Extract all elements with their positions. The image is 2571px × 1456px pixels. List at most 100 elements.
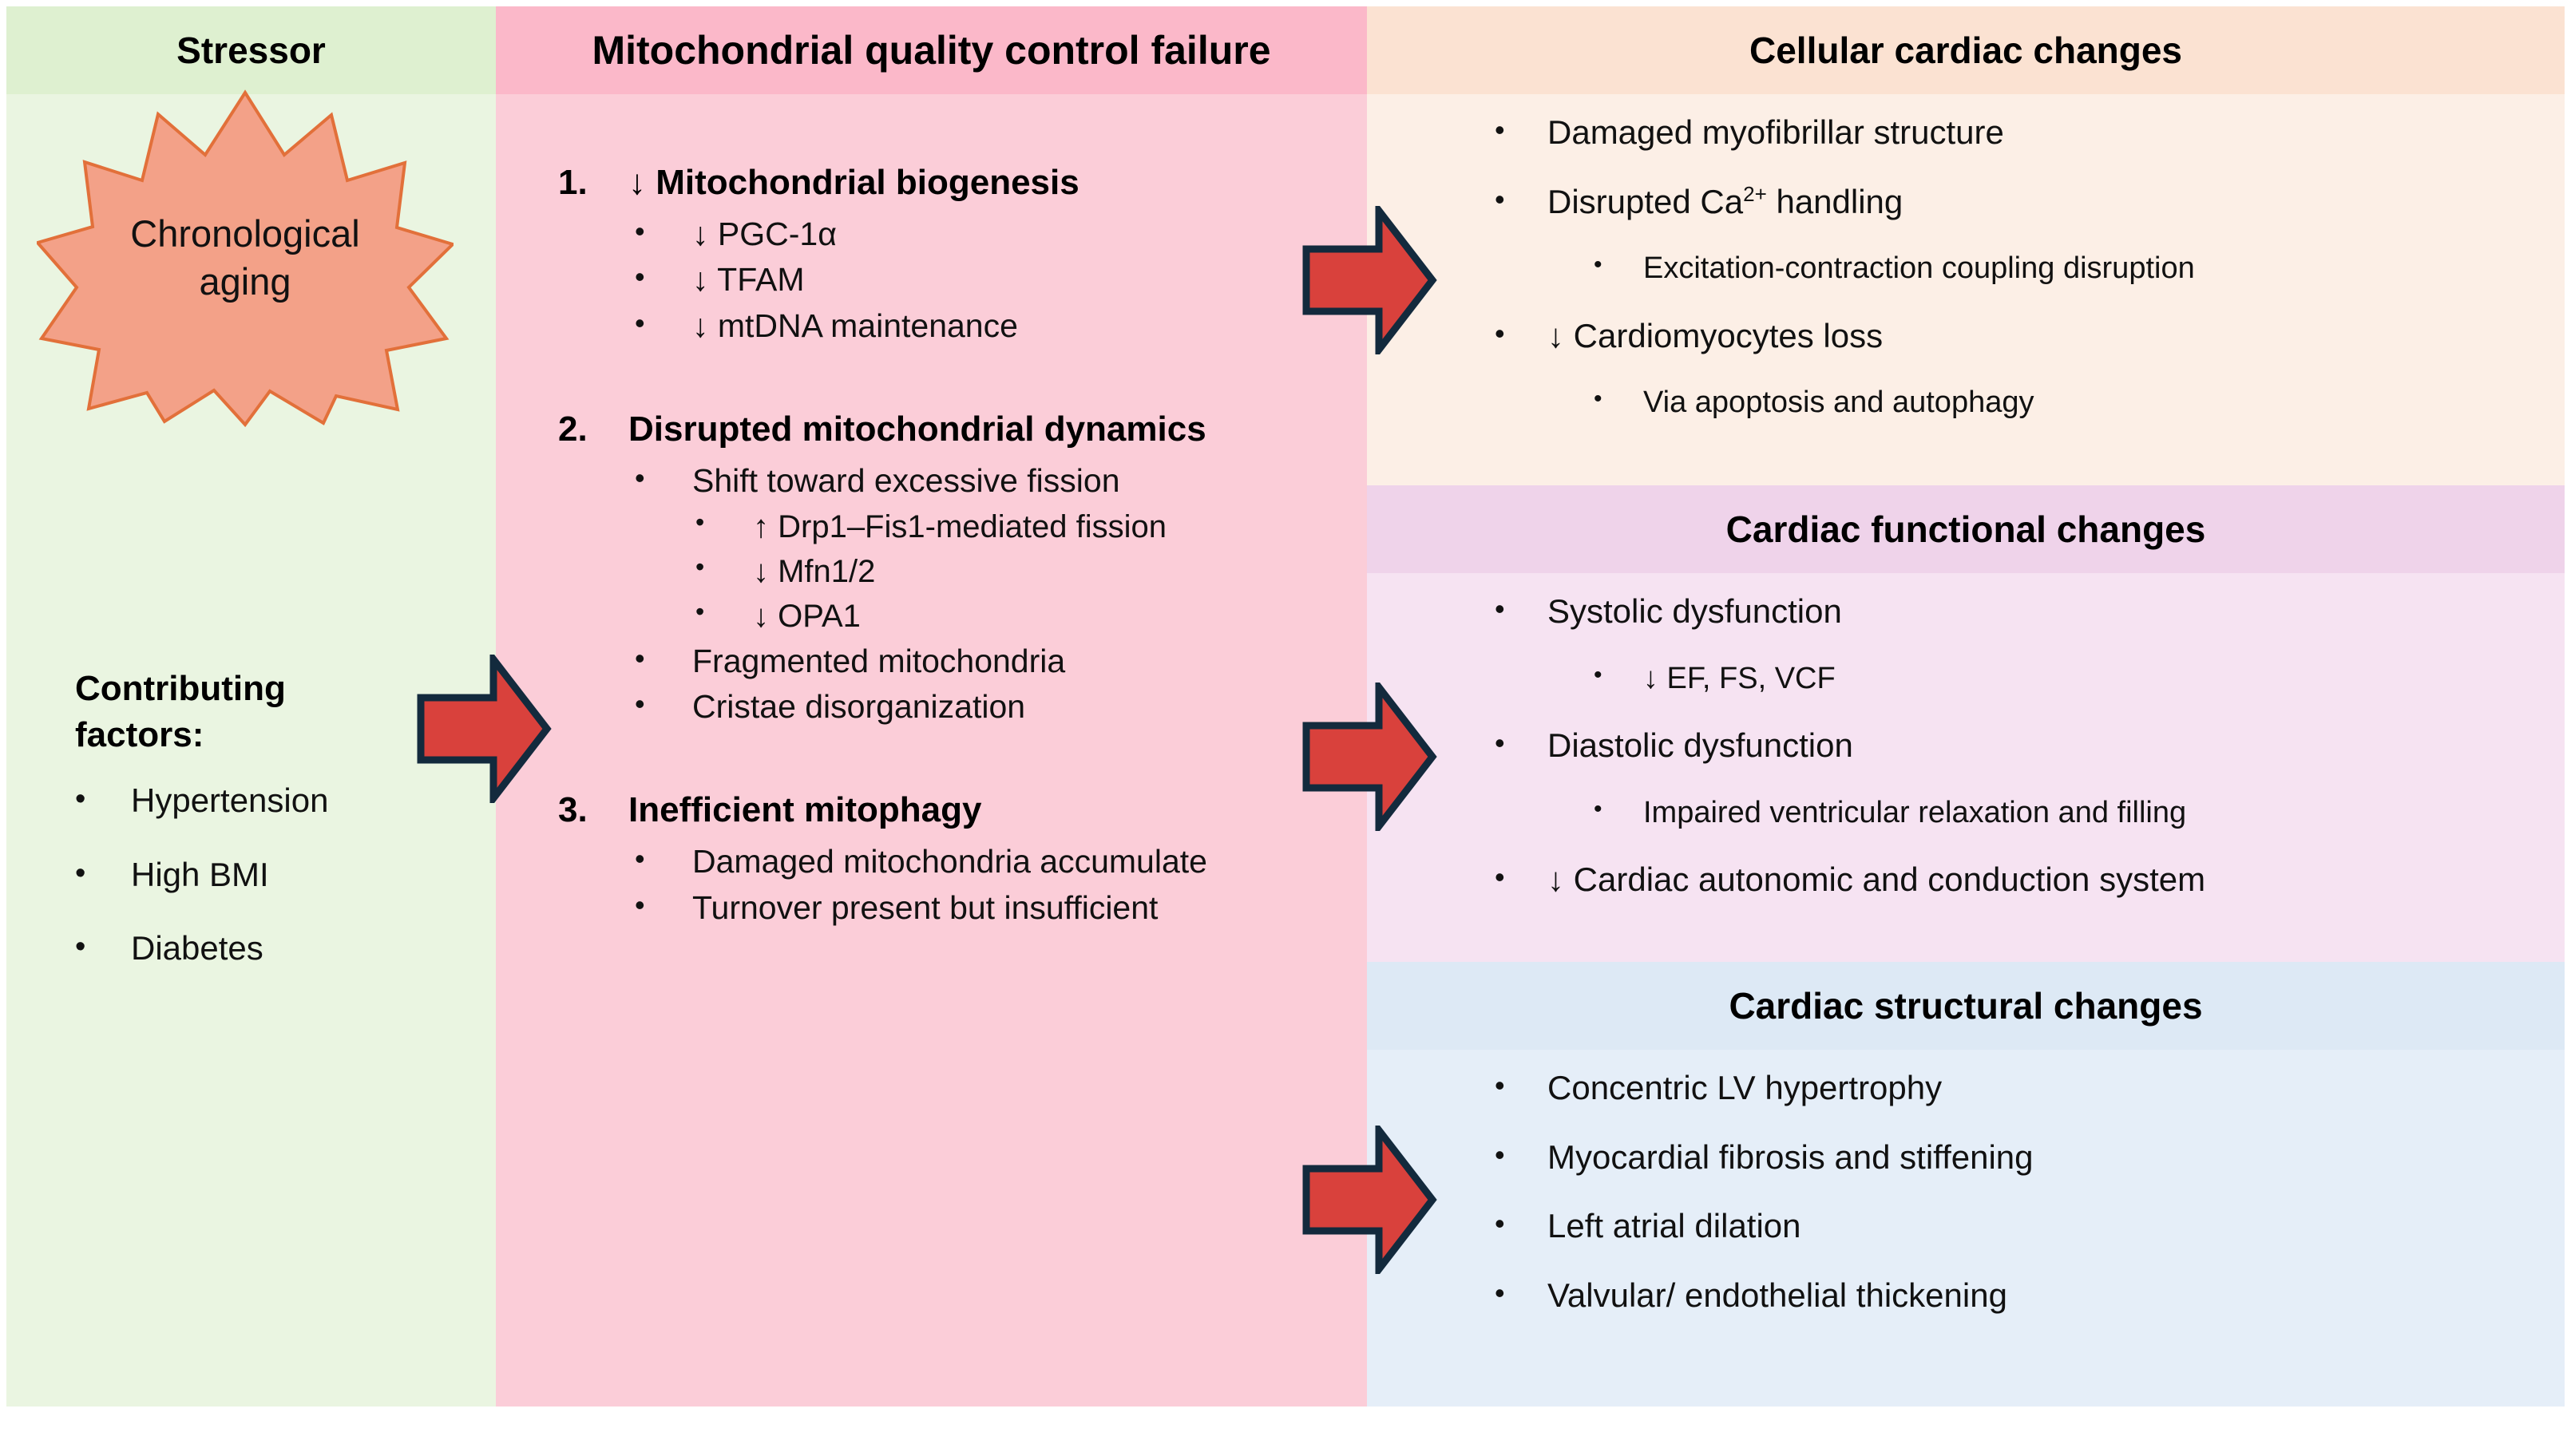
mqc-sub-sub-item: • ↑ Drp1–Fis1-mediated fission [695, 506, 1343, 548]
mqc-block: 2. Disrupted mitochondrial dynamics • Sh… [558, 406, 1343, 728]
mqc-block: 1. ↓ Mitochondrial biogenesis • ↓ PGC-1α… [558, 160, 1343, 347]
arrow-stressor-to-mqc-icon [416, 655, 552, 803]
bullet-icon: • [1495, 1207, 1505, 1240]
outcome-item: • Valvular/ endothelial thickening [1495, 1275, 2533, 1317]
outcome-item-label: Damaged myofibrillar structure [1547, 113, 2004, 151]
outcome-item: • Left atrial dilation [1495, 1205, 2533, 1248]
bullet-icon: • [635, 686, 645, 720]
mqc-sub-item-label: ↓ mtDNA maintenance [692, 307, 1018, 344]
outcome-item-label: Systolic dysfunction [1547, 592, 1842, 630]
bullet-icon: • [1495, 113, 1505, 146]
outcome-sub-item: • Excitation-contraction coupling disrup… [1594, 250, 2533, 288]
cellular-cardiac-changes-body: • Damaged myofibrillar structure • Disru… [1367, 94, 2565, 449]
outcome-item: • Myocardial fibrosis and stiffening [1495, 1137, 2533, 1179]
outcome-item: • ↓ Cardiomyocytes loss [1495, 315, 2533, 358]
mqc-sub-item-label: Cristae disorganization [692, 687, 1026, 725]
bullet-icon: • [635, 215, 645, 248]
bullet-icon: • [75, 929, 86, 963]
outcome-item: • Disrupted Ca2+ handling [1495, 181, 2533, 224]
mqc-sub-item: • Shift toward excessive fission [635, 460, 1343, 502]
mqc-sub-item-label: Shift toward excessive fission [692, 462, 1120, 500]
mqc-block-heading-text: ↓ Mitochondrial biogenesis [628, 163, 1080, 202]
arrow-mqc-to-structural-icon [1301, 1126, 1437, 1274]
outcome-sub-item-label: Excitation-contraction coupling disrupti… [1643, 251, 2195, 285]
mqc-sub-sub-item-label: ↑ Drp1–Fis1-mediated fission [753, 508, 1167, 544]
arrow-mqc-to-cellular-icon [1301, 206, 1437, 354]
mqc-sub-sub-item-label: ↓ Mfn1/2 [753, 553, 876, 589]
bullet-icon: • [1594, 386, 1602, 412]
mqc-sub-item-label: Fragmented mitochondria [692, 642, 1066, 679]
bullet-icon: • [1495, 592, 1505, 625]
mqc-block-number: 3. [558, 790, 588, 830]
contributing-factors-title-line-2: factors: [75, 715, 204, 755]
mqc-sub-item-label: Damaged mitochondria accumulate [692, 843, 1207, 880]
mqc-block: 3. Inefficient mitophagy • Damaged mitoc… [558, 787, 1343, 929]
outcome-item-label: ↓ Cardiac autonomic and conduction syste… [1547, 861, 2206, 898]
outcome-item: • Concentric LV hypertrophy [1495, 1067, 2533, 1110]
bullet-icon: • [695, 596, 705, 626]
contributing-factors-title: Contributing factors: [75, 666, 450, 758]
cellular-cardiac-changes-title: Cellular cardiac changes [1367, 6, 2565, 94]
cellular-cardiac-changes-panel: Cellular cardiac changes • Damaged myofi… [1367, 6, 2565, 485]
bullet-icon: • [1495, 316, 1505, 350]
mqc-sub-sub-item: • ↓ OPA1 [695, 595, 1343, 637]
cardiac-structural-changes-body: • Concentric LV hypertrophy • Myocardial… [1367, 1050, 2565, 1343]
outcome-item-label: ↓ Cardiomyocytes loss [1547, 316, 1884, 354]
mqc-sub-item-label: ↓ TFAM [692, 261, 805, 299]
bullet-icon: • [635, 260, 645, 294]
outcome-sub-item-label: Impaired ventricular relaxation and fill… [1643, 795, 2187, 829]
bullet-icon: • [1495, 1138, 1505, 1171]
cardiac-outcomes-column: Cellular cardiac changes • Damaged myofi… [1367, 6, 2565, 1407]
cardiac-functional-changes-title: Cardiac functional changes [1367, 485, 2565, 573]
outcome-item-label: Concentric LV hypertrophy [1547, 1069, 1943, 1106]
cardiac-functional-changes-body: • Systolic dysfunction • ↓ EF, FS, VCF •… [1367, 573, 2565, 928]
outcome-item: • Diastolic dysfunction [1495, 725, 2533, 767]
bullet-icon: • [695, 552, 705, 581]
mqc-block-heading: 3. Inefficient mitophagy [558, 787, 1343, 833]
bullet-icon: • [635, 461, 645, 495]
contributing-factors-group: Contributing factors: • Hypertension • H… [75, 666, 450, 1002]
bullet-icon: • [635, 842, 645, 876]
starburst-shape [37, 89, 454, 428]
outcome-sub-item: • ↓ EF, FS, VCF [1594, 660, 2533, 698]
outcome-sub-item: • Impaired ventricular relaxation and fi… [1594, 794, 2533, 833]
mqc-sub-item-label: Turnover present but insufficient [692, 888, 1159, 926]
mqc-sub-item: • Cristae disorganization [635, 686, 1343, 728]
contributing-factor-item: • Diabetes [75, 928, 450, 968]
outcome-item-label: Left atrial dilation [1547, 1207, 1801, 1244]
cardiac-functional-changes-panel: Cardiac functional changes • Systolic dy… [1367, 485, 2565, 962]
outcome-item-label: Diastolic dysfunction [1547, 726, 1853, 764]
bullet-icon: • [635, 888, 645, 921]
mqc-block-heading-text: Disrupted mitochondrial dynamics [628, 410, 1206, 449]
cardiac-structural-changes-title: Cardiac structural changes [1367, 962, 2565, 1050]
mqc-sub-item: • ↓ PGC-1α [635, 213, 1343, 255]
bullet-icon: • [1594, 661, 1602, 688]
contributing-factor-label: High BMI [131, 855, 269, 893]
mqc-sub-item: • ↓ TFAM [635, 259, 1343, 301]
mqc-column-body: 1. ↓ Mitochondrial biogenesis • ↓ PGC-1α… [496, 94, 1367, 932]
contributing-factor-item: • High BMI [75, 855, 450, 895]
bullet-icon: • [75, 782, 86, 817]
stressor-column-title: Stressor [6, 6, 496, 94]
outcome-item-label: Valvular/ endothelial thickening [1547, 1276, 2007, 1314]
bullet-icon: • [1495, 1069, 1505, 1102]
mqc-sub-sub-item-label: ↓ OPA1 [753, 598, 861, 634]
bullet-icon: • [1495, 726, 1505, 759]
superscript-charge: 2+ [1743, 181, 1767, 206]
bullet-icon: • [1594, 251, 1602, 278]
outcome-sub-item-label: Via apoptosis and autophagy [1643, 386, 2034, 419]
bullet-icon: • [1495, 861, 1505, 893]
bullet-icon: • [1495, 182, 1505, 216]
bullet-icon: • [695, 507, 705, 536]
contributing-factor-item: • Hypertension [75, 781, 450, 821]
arrow-mqc-to-functional-icon [1301, 682, 1437, 831]
outcome-sub-item: • Via apoptosis and autophagy [1594, 384, 2533, 422]
outcome-item-label: Myocardial fibrosis and stiffening [1547, 1138, 2034, 1176]
mqc-column-title: Mitochondrial quality control failure [496, 6, 1367, 94]
mqc-sub-item-label: ↓ PGC-1α [692, 216, 837, 253]
outcome-sub-item-label: ↓ EF, FS, VCF [1643, 661, 1836, 695]
outcome-item-label: Disrupted Ca2+ handling [1547, 181, 1903, 220]
contributing-factor-label: Diabetes [131, 928, 263, 967]
mqc-block-number: 1. [558, 163, 588, 202]
